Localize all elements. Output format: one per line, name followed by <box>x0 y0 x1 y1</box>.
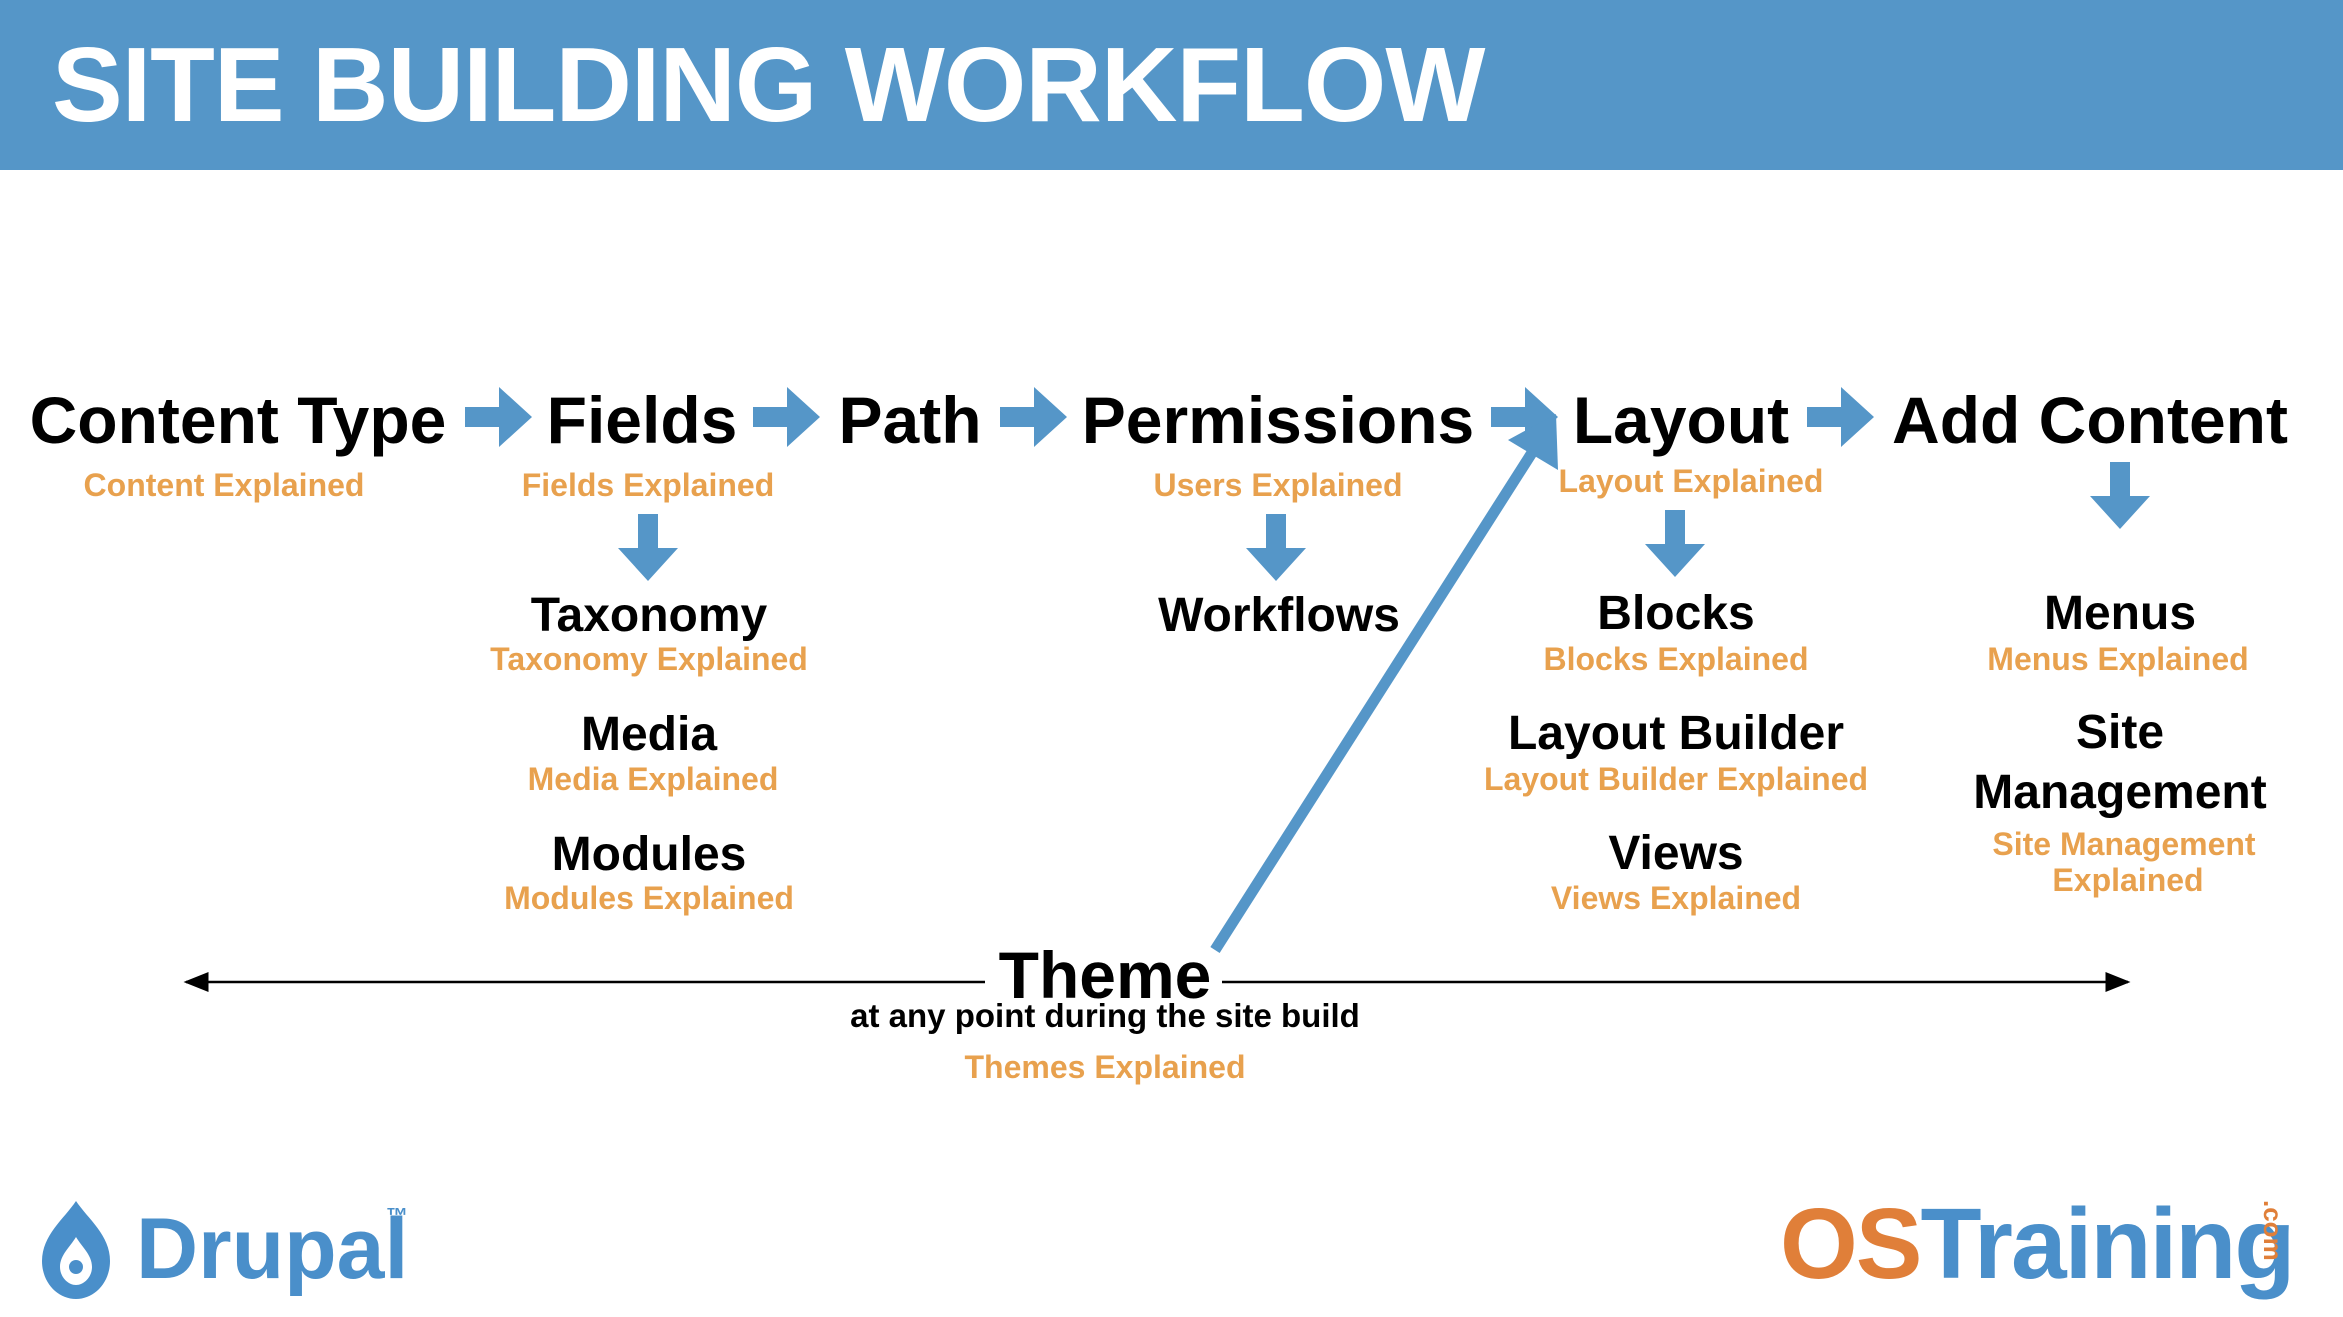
ostraining-training: Training <box>1920 1188 2295 1300</box>
arrow-down-icon <box>1246 514 1306 581</box>
arrow-down-icon <box>1645 510 1705 577</box>
ostraining-os: OS <box>1780 1188 1922 1300</box>
link-modules-explained[interactable]: Modules Explained <box>504 880 794 916</box>
node-theme: Theme <box>998 938 1212 1012</box>
ostraining-logo: OSTraining .com <box>1780 1188 2320 1308</box>
drupal-drop-icon <box>42 1201 110 1299</box>
link-fields-explained[interactable]: Fields Explained <box>521 467 775 503</box>
link-taxonomy-explained[interactable]: Taxonomy Explained <box>490 641 808 677</box>
step-permissions: Permissions <box>1081 383 1475 457</box>
ostraining-wordmark: OSTraining <box>1780 1188 2295 1300</box>
link-menus-explained[interactable]: Menus Explained <box>1987 641 2249 677</box>
arrow-right-icon <box>1000 387 1067 447</box>
link-layout-explained[interactable]: Layout Explained <box>1558 463 1824 499</box>
drupal-logo: Drupal ™ <box>36 1195 456 1305</box>
step-content-type: Content Type <box>29 383 447 457</box>
step-path: Path <box>838 383 982 457</box>
node-taxonomy: Taxonomy <box>530 589 768 642</box>
node-site-management-line1: Site <box>2075 706 2165 759</box>
drupal-wordmark: Drupal <box>136 1201 409 1297</box>
node-menus: Menus <box>2043 587 2197 640</box>
link-site-management-explained-line2[interactable]: Explained <box>2052 862 2204 898</box>
link-users-explained[interactable]: Users Explained <box>1153 467 1403 503</box>
link-blocks-explained[interactable]: Blocks Explained <box>1543 641 1809 677</box>
step-layout: Layout <box>1572 383 1790 457</box>
theme-to-layout-arrow-line <box>1210 445 1540 953</box>
node-workflows: Workflows <box>1158 589 1400 642</box>
theme-note: at any point during the site build <box>850 997 1360 1034</box>
ostraining-com: .com <box>2258 1200 2288 1261</box>
link-layout-builder-explained[interactable]: Layout Builder Explained <box>1483 761 1869 797</box>
drupal-trademark: ™ <box>386 1203 408 1228</box>
node-blocks: Blocks <box>1597 587 1755 640</box>
arrow-right-icon <box>465 387 532 447</box>
step-fields: Fields <box>546 383 738 457</box>
arrow-right-icon <box>753 387 820 447</box>
link-themes-explained[interactable]: Themes Explained <box>964 1049 1246 1085</box>
node-layout-builder: Layout Builder <box>1507 707 1845 760</box>
link-site-management-explained-line1[interactable]: Site Management <box>1992 826 2256 862</box>
page-title: SITE BUILDING WORKFLOW <box>52 26 1485 144</box>
arrow-down-icon <box>2090 462 2150 529</box>
node-modules: Modules <box>551 828 747 881</box>
arrow-right-icon <box>1807 387 1874 447</box>
header-banner: SITE BUILDING WORKFLOW <box>0 0 2343 170</box>
link-content-explained[interactable]: Content Explained <box>83 467 365 503</box>
link-views-explained[interactable]: Views Explained <box>1550 880 1802 916</box>
node-media: Media <box>580 708 718 761</box>
link-media-explained[interactable]: Media Explained <box>527 761 779 797</box>
node-site-management-line2: Management <box>1973 766 2267 819</box>
theme-to-layout-arrowhead <box>1508 414 1558 470</box>
arrow-down-icon <box>618 514 678 581</box>
node-views: Views <box>1608 827 1744 880</box>
step-add-content: Add Content <box>1892 383 2288 457</box>
